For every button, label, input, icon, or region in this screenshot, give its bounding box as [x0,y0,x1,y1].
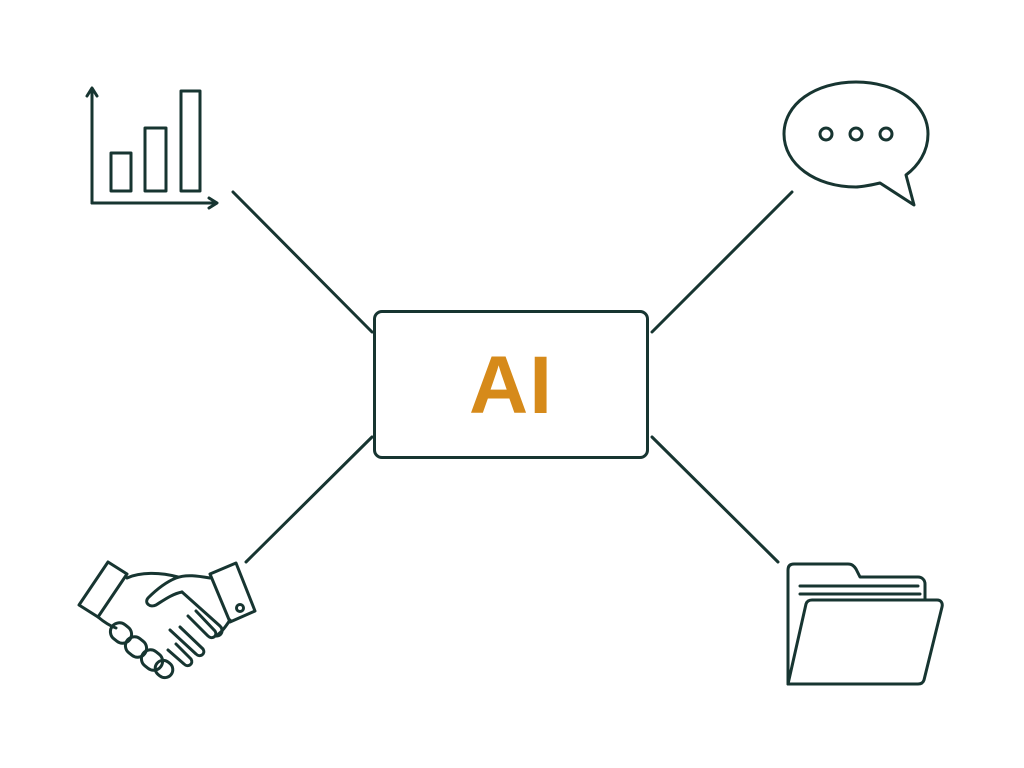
speech-bubble-icon [782,80,930,207]
connector-folder [650,435,780,564]
ai-hub-box: AI [373,310,649,459]
connectors [231,190,794,564]
handshake-icon [77,560,257,680]
connector-speech [650,190,794,334]
folder-icon [786,562,944,686]
connector-handshake [244,435,374,564]
connector-chart [231,190,374,334]
bar-chart-icon [85,86,219,210]
ai-label: AI [469,339,553,431]
